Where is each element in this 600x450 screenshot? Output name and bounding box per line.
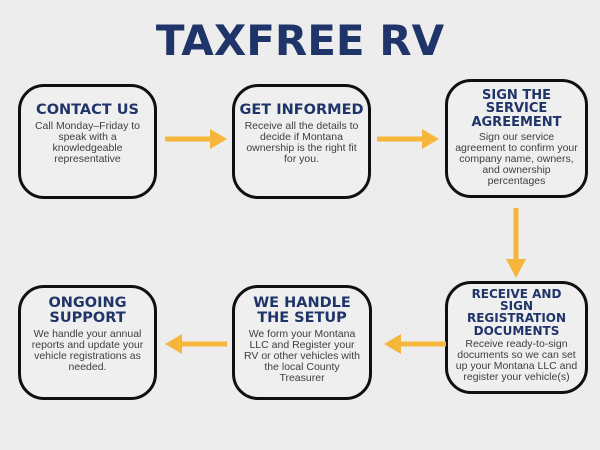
arrow-left-documents-to-setup-icon bbox=[384, 333, 446, 355]
step-heading: ONGOING SUPPORT bbox=[48, 295, 127, 326]
step-body: Receive all the details to decide if Mon… bbox=[244, 119, 359, 166]
arrow-down-agreement-to-documents-icon bbox=[505, 208, 527, 278]
step-box-we-handle-the-setup: WE HANDLE THE SETUP We form your Montana… bbox=[232, 285, 372, 400]
arrow-left-setup-to-support-icon bbox=[165, 333, 227, 355]
step-body: Call Monday–Friday to speak with a knowl… bbox=[34, 119, 141, 166]
step-heading: SIGN THE SERVICE AGREEMENT bbox=[471, 88, 562, 130]
arrow-right-informed-to-agreement-icon bbox=[377, 128, 439, 150]
step-box-sign-service-agreement: SIGN THE SERVICE AGREEMENT Sign our serv… bbox=[445, 79, 588, 198]
step-box-get-informed: GET INFORMED Receive all the details to … bbox=[232, 84, 371, 199]
step-body: Receive ready-to-sign documents so we ca… bbox=[455, 337, 578, 384]
arrow-right-contact-to-informed-icon bbox=[165, 128, 227, 150]
step-box-contact-us: CONTACT US Call Monday–Friday to speak w… bbox=[18, 84, 157, 199]
step-body: We form your Montana LLC and Register yo… bbox=[244, 327, 360, 385]
step-heading: RECEIVE AND SIGN REGISTRATION DOCUMENTS bbox=[466, 287, 567, 338]
step-box-ongoing-support: ONGOING SUPPORT We handle your annual re… bbox=[18, 285, 157, 400]
diagram-title: TAXFREE RV bbox=[155, 16, 445, 65]
step-box-receive-sign-registration-documents: RECEIVE AND SIGN REGISTRATION DOCUMENTS … bbox=[445, 281, 588, 394]
step-body: We handle your annual reports and update… bbox=[31, 327, 144, 373]
step-body: Sign our service agreement to confirm yo… bbox=[455, 130, 578, 188]
step-heading: CONTACT US bbox=[36, 102, 139, 118]
step-heading: GET INFORMED bbox=[239, 102, 364, 118]
step-heading: WE HANDLE THE SETUP bbox=[253, 295, 351, 326]
